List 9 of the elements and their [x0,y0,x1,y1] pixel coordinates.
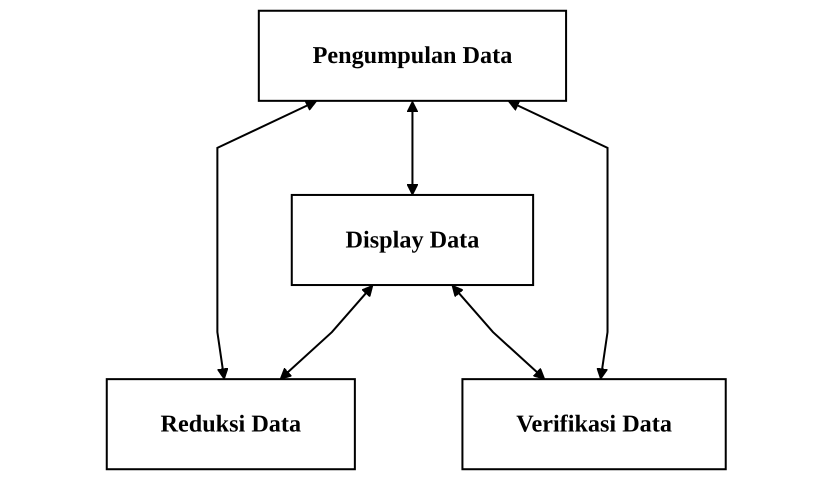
node-box: Pengumpulan Data [258,10,568,102]
node-box: Display Data [291,194,534,286]
arrow [508,100,609,380]
node-box: Reduksi Data [106,378,356,470]
arrow [280,284,374,380]
node-box: Verifikasi Data [462,378,727,470]
arrow [216,100,318,380]
arrow [452,284,546,380]
arrow [406,100,419,196]
